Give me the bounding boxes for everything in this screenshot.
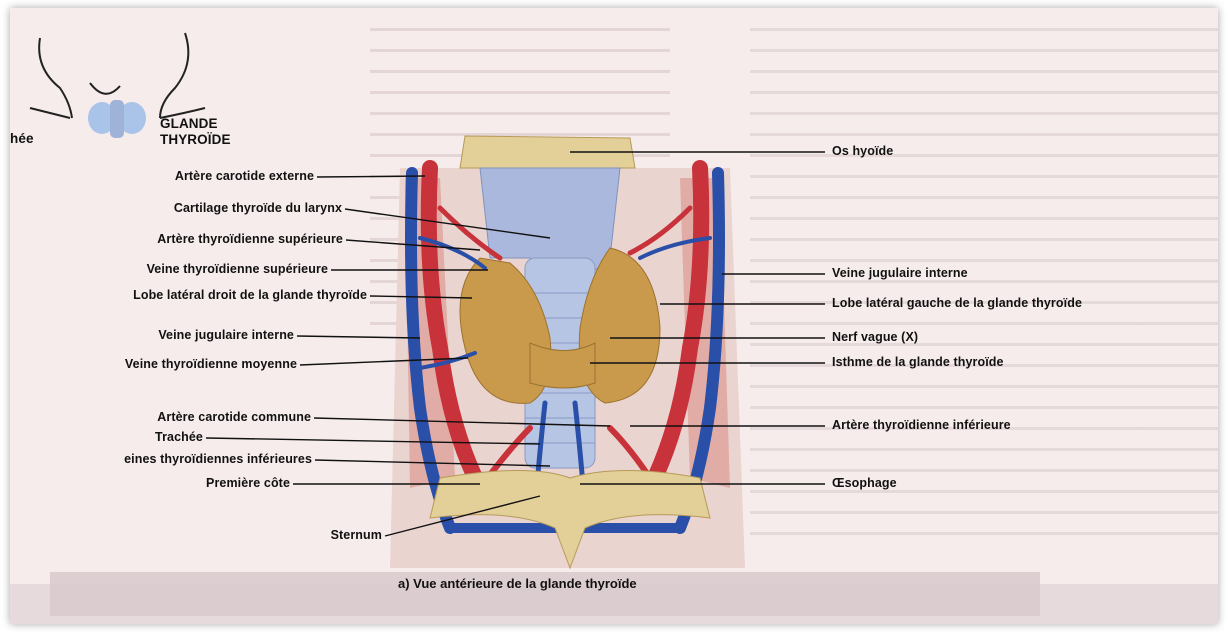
figure-caption: a) Vue antérieure de la glande thyroïde	[398, 576, 637, 591]
label-inferior-thyroid-artery: Artère thyroïdienne inférieure	[832, 418, 1011, 432]
figure-frame: hée GLANDE THYROÏDE Artère carotide exte…	[10, 8, 1218, 624]
thyroid-illustration	[10, 8, 1218, 624]
label-isthmus: Isthme de la glande thyroïde	[832, 355, 1004, 369]
inset-trachea-label: hée	[10, 131, 34, 146]
inset-gland-label-line1: GLANDE	[160, 116, 218, 131]
label-superior-thyroid-vein: Veine thyroïdienne supérieure	[20, 262, 328, 276]
label-sternum: Sternum	[250, 528, 382, 542]
label-middle-thyroid-vein: Veine thyroïdienne moyenne	[30, 357, 297, 371]
inset-thyroid	[88, 100, 146, 138]
label-vagus-nerve: Nerf vague (X)	[832, 330, 918, 344]
label-hyoid-bone: Os hyoïde	[832, 144, 893, 158]
label-inferior-thyroid-veins: eines thyroïdiennes inférieures	[10, 452, 312, 466]
label-first-rib: Première côte	[130, 476, 290, 490]
label-internal-jugular-vein-left: Veine jugulaire interne	[50, 328, 294, 342]
label-external-carotid-artery: Artère carotide externe	[100, 169, 314, 183]
label-superior-thyroid-artery: Artère thyroïdienne supérieure	[30, 232, 343, 246]
label-esophagus: Œsophage	[832, 476, 897, 490]
label-common-carotid-artery: Artère carotide commune	[70, 410, 311, 424]
label-trachea: Trachée	[90, 430, 203, 444]
inset-gland-label-line2: THYROÏDE	[160, 132, 231, 147]
label-internal-jugular-vein-right: Veine jugulaire interne	[832, 266, 968, 280]
label-left-lateral-lobe: Lobe latéral gauche de la glande thyroïd…	[832, 296, 1082, 310]
label-right-lateral-lobe: Lobe latéral droit de la glande thyroïde	[10, 288, 367, 302]
label-thyroid-cartilage: Cartilage thyroïde du larynx	[50, 201, 342, 215]
